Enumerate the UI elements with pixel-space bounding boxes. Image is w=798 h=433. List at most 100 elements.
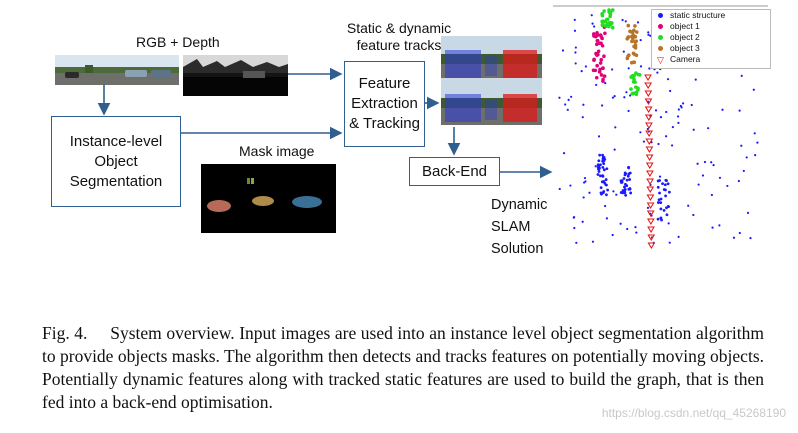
static-point (629, 191, 633, 195)
static-point (623, 173, 627, 177)
static-point (621, 189, 625, 192)
static-point (690, 103, 693, 107)
static-point (636, 21, 640, 24)
legend-item-camera: ▽ Camera (652, 54, 770, 65)
static-point (732, 236, 736, 239)
static-point (656, 217, 660, 221)
object-2-point (601, 19, 606, 23)
object-2-point (600, 22, 605, 27)
feature-line-1: Feature (358, 75, 411, 92)
camera-pose (645, 130, 654, 137)
static-point (647, 31, 650, 34)
static-point (679, 104, 682, 108)
object-3-point (630, 39, 634, 44)
object-3-point (634, 30, 639, 34)
legend-camera-marker: ▽ (657, 55, 664, 65)
legend-camera-label: Camera (670, 54, 701, 64)
object-3-point (629, 30, 634, 34)
static-point (667, 205, 670, 209)
feature-tracks-image (441, 36, 542, 125)
static-point (628, 187, 632, 191)
static-point (692, 213, 695, 217)
static-point (621, 18, 624, 22)
object-3-points (625, 23, 639, 65)
object-3-point (632, 44, 636, 49)
static-point (566, 108, 569, 111)
static-point (718, 224, 721, 227)
static-point (624, 20, 627, 23)
object-2-point (608, 14, 612, 19)
static-point (749, 236, 752, 240)
static-point (596, 173, 600, 176)
static-point (701, 174, 705, 177)
static-point (676, 115, 680, 118)
static-point (564, 103, 567, 106)
mask-image-label: Mask image (239, 143, 315, 159)
static-point (597, 159, 601, 163)
static-point (601, 104, 604, 107)
static-point (657, 142, 660, 146)
camera-pose (645, 122, 653, 129)
object-1-points (591, 25, 607, 83)
camera-pose (645, 138, 654, 145)
legend-object-3-label: object 3 (670, 43, 700, 53)
object-1-point (603, 31, 607, 36)
static-point (591, 22, 594, 25)
watermark: https://blog.csdn.net/qq_45268190 (601, 406, 786, 420)
static-point (710, 193, 713, 197)
object-1-point (591, 32, 596, 36)
static-point (582, 196, 585, 199)
static-point (659, 201, 663, 205)
static-point (664, 194, 668, 198)
static-point (605, 217, 609, 220)
camera-pose (647, 234, 656, 241)
object-3-point (632, 60, 637, 65)
object-1-point (601, 77, 605, 82)
static-point (666, 78, 670, 81)
static-point (570, 95, 573, 98)
rgb-depth-label: RGB + Depth (136, 34, 220, 50)
object-3-point (634, 53, 639, 58)
object-2-point (629, 87, 633, 91)
static-point (627, 67, 630, 70)
static-point (602, 162, 606, 166)
static-point (628, 178, 632, 181)
camera-pose (644, 74, 652, 81)
back-end-box: Back-End (409, 157, 500, 186)
static-point (666, 182, 670, 186)
plot-legend: static structure object 1 object 2 objec… (651, 9, 771, 69)
object-3-point (633, 40, 638, 44)
object-1-point (601, 66, 605, 70)
static-point (558, 187, 561, 191)
feature-line-2: Extraction (351, 95, 418, 112)
static-point (598, 153, 602, 157)
static-point (601, 165, 605, 169)
static-point (752, 88, 755, 91)
camera-pose (644, 114, 653, 121)
static-point (639, 65, 643, 68)
static-point (569, 184, 572, 187)
static-point (639, 131, 642, 134)
static-point (647, 33, 650, 36)
static-point (624, 193, 628, 197)
static-point (604, 178, 608, 181)
static-point (726, 184, 729, 188)
camera-pose (646, 186, 655, 193)
static-point (628, 171, 632, 175)
static-point (664, 135, 668, 138)
static-point (588, 191, 591, 194)
static-point (681, 102, 685, 105)
static-point (602, 168, 606, 172)
object-3-point (629, 34, 634, 39)
legend-object-2-label: object 2 (670, 32, 700, 42)
static-point (659, 116, 663, 119)
static-point (614, 126, 617, 129)
object-2-point (600, 13, 605, 18)
static-point (591, 240, 595, 243)
object-1-point (594, 51, 598, 56)
static-point (756, 141, 759, 144)
static-point (597, 135, 601, 138)
static-point (663, 183, 667, 187)
static-point (710, 161, 713, 164)
camera-pose (644, 98, 653, 105)
